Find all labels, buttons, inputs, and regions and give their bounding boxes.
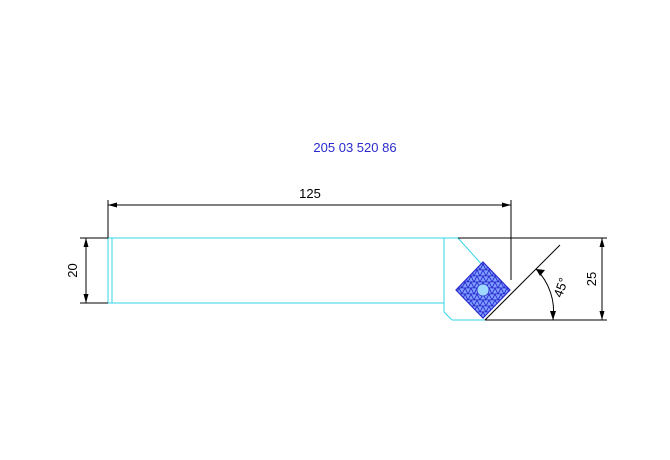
angle-arrow-lower	[550, 311, 556, 320]
outline-lower-bevel	[443, 311, 453, 321]
height-left-arrow-top	[83, 238, 89, 247]
length-arrow-right	[502, 202, 511, 208]
height-left-dimension-value: 20	[65, 263, 80, 277]
angle-reference-line	[484, 244, 561, 321]
angle-arrow-upper	[536, 269, 545, 276]
length-dimension-value: 125	[299, 186, 321, 201]
insert-center-hole	[476, 283, 490, 297]
tool-outline	[107, 237, 486, 321]
height-left-arrow-bottom	[83, 294, 89, 303]
height-right-arrow-top	[599, 238, 605, 247]
height-right-arrow-bottom	[599, 311, 605, 320]
outline-head-slope	[457, 237, 486, 269]
part-number-label: 205 03 520 86	[313, 140, 396, 155]
length-arrow-left	[108, 202, 117, 208]
angle-dimension-value: 45°	[550, 276, 571, 300]
dimension-arrows	[83, 202, 605, 320]
dimension-lines	[80, 200, 607, 321]
cutting-insert	[455, 261, 511, 319]
height-right-dimension-value: 25	[584, 272, 599, 286]
